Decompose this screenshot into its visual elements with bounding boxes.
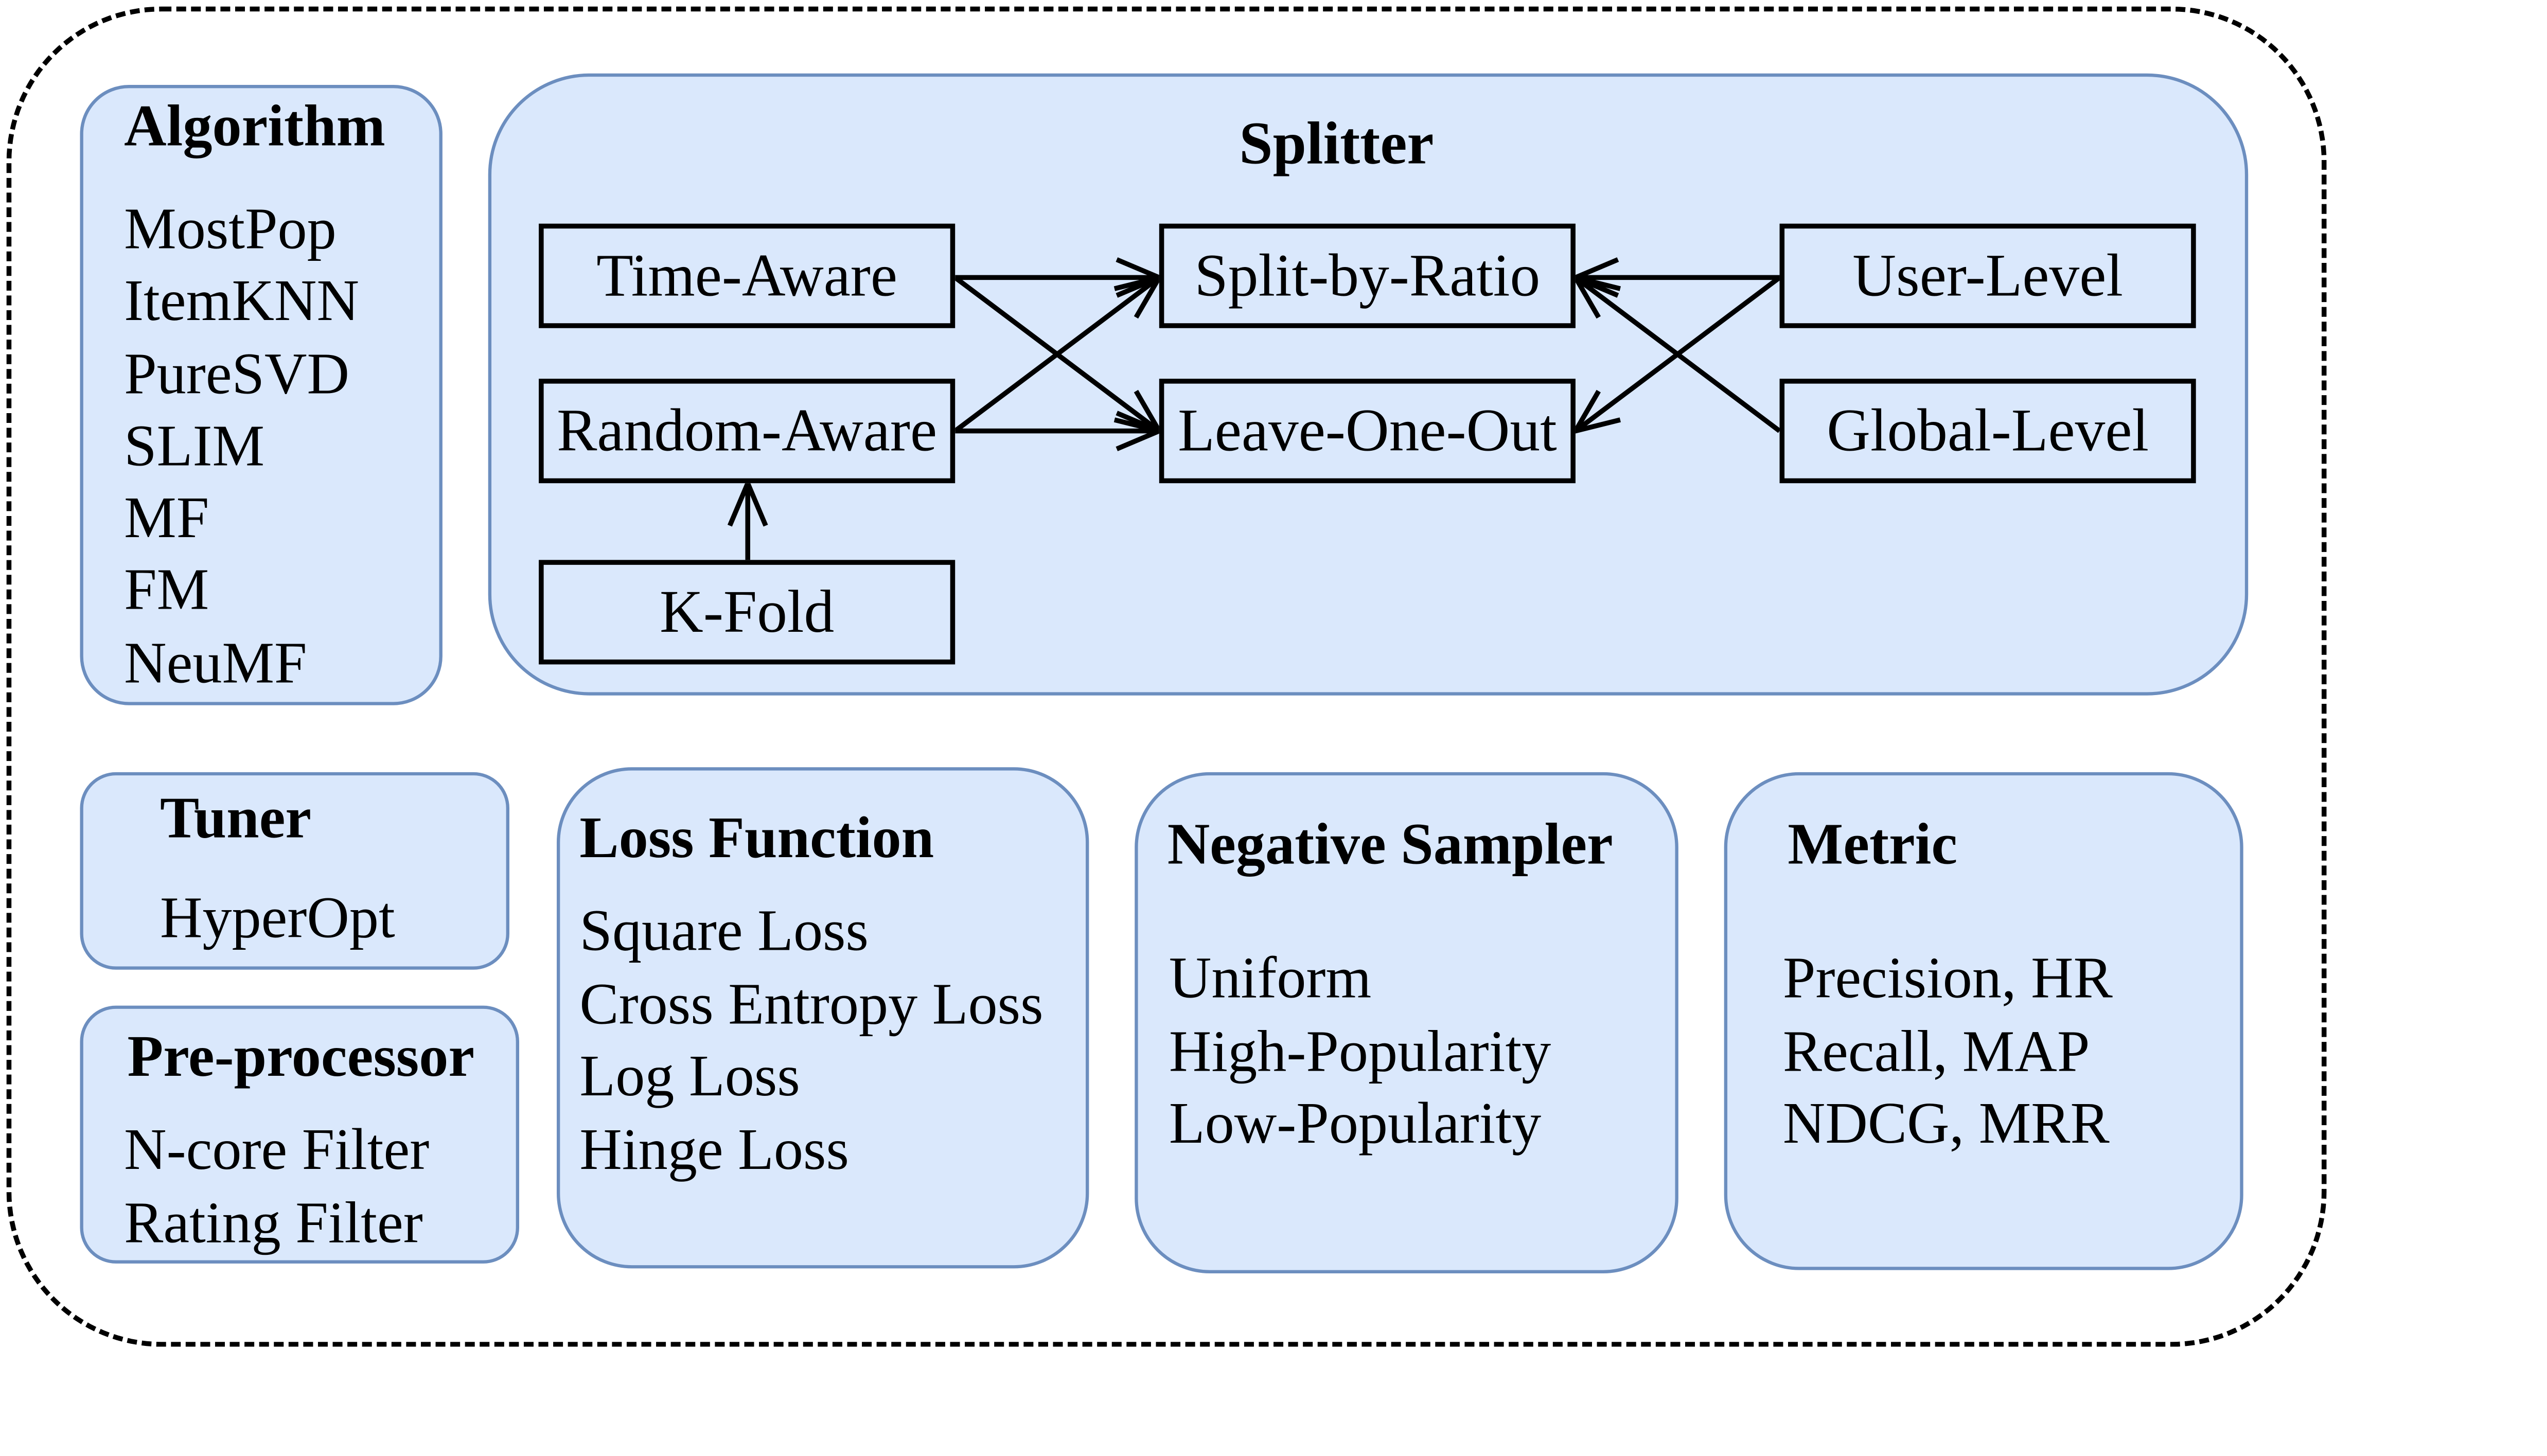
- preprocessor-title: Pre-processor: [127, 1023, 475, 1089]
- list-item: Log Loss: [579, 1043, 800, 1109]
- list-item: Square Loss: [579, 898, 869, 964]
- splitter-title: Splitter: [1239, 111, 1434, 178]
- node-global-level: Global-Level: [1779, 379, 2196, 484]
- list-item: HyperOpt: [160, 884, 395, 950]
- tuner-title: Tuner: [160, 785, 312, 851]
- preprocessor-panel: [80, 1005, 520, 1264]
- node-leave-one-out: Leave-One-Out: [1159, 379, 1576, 484]
- edge-random-aware-to-split-by-ratio: [953, 277, 1159, 433]
- node-random-aware: Random-Aware: [539, 379, 956, 484]
- list-item: PureSVD: [124, 340, 350, 406]
- loss-function-title: Loss Function: [579, 805, 934, 871]
- metric-title: Metric: [1788, 811, 1958, 877]
- loss-function-list: Square Loss Cross Entropy Loss Log Loss …: [579, 895, 1043, 1185]
- tuner-panel: [80, 772, 509, 970]
- list-item: Low-Popularity: [1169, 1090, 1542, 1156]
- algorithm-title: Algorithm: [124, 93, 385, 158]
- list-item: FM: [124, 557, 209, 623]
- node-k-fold: K-Fold: [539, 560, 956, 665]
- algorithm-list: MostPop ItemKNN PureSVD SLIM MF FM NeuMF: [124, 192, 359, 699]
- outer-dashed-boundary: [6, 6, 2327, 1347]
- loss-function-panel: [556, 767, 1089, 1269]
- list-item: N-core Filter: [124, 1116, 430, 1182]
- list-item: ItemKNN: [124, 268, 359, 334]
- list-item: High-Popularity: [1169, 1018, 1551, 1084]
- preprocessor-list: N-core Filter Rating Filter: [124, 1113, 429, 1258]
- negative-sampler-panel: [1135, 772, 1678, 1273]
- list-item: Recall, MAP: [1782, 1018, 2090, 1084]
- list-item: Precision, HR: [1782, 945, 2113, 1011]
- algorithm-panel: [80, 84, 443, 705]
- tuner-list: HyperOpt: [160, 881, 395, 953]
- edge-global-level-to-split-by-ratio: [1576, 277, 1781, 433]
- list-item: Uniform: [1169, 945, 1372, 1011]
- metric-panel: [1724, 772, 2243, 1270]
- list-item: Rating Filter: [124, 1189, 423, 1255]
- list-item: MostPop: [124, 196, 337, 261]
- negative-sampler-list: Uniform High-Popularity Low-Popularity: [1169, 942, 1551, 1160]
- node-split-by-ratio: Split-by-Ratio: [1159, 223, 1576, 328]
- list-item: NDCG, MRR: [1782, 1090, 2110, 1156]
- list-item: Cross Entropy Loss: [579, 970, 1043, 1036]
- node-time-aware: Time-Aware: [539, 223, 956, 328]
- list-item: NeuMF: [124, 630, 307, 696]
- negative-sampler-title: Negative Sampler: [1167, 811, 1613, 877]
- metric-list: Precision, HR Recall, MAP NDCG, MRR: [1783, 942, 2113, 1160]
- list-item: MF: [124, 485, 209, 551]
- node-user-level: User-Level: [1779, 223, 2196, 328]
- list-item: Hinge Loss: [579, 1115, 849, 1181]
- list-item: SLIM: [124, 413, 265, 478]
